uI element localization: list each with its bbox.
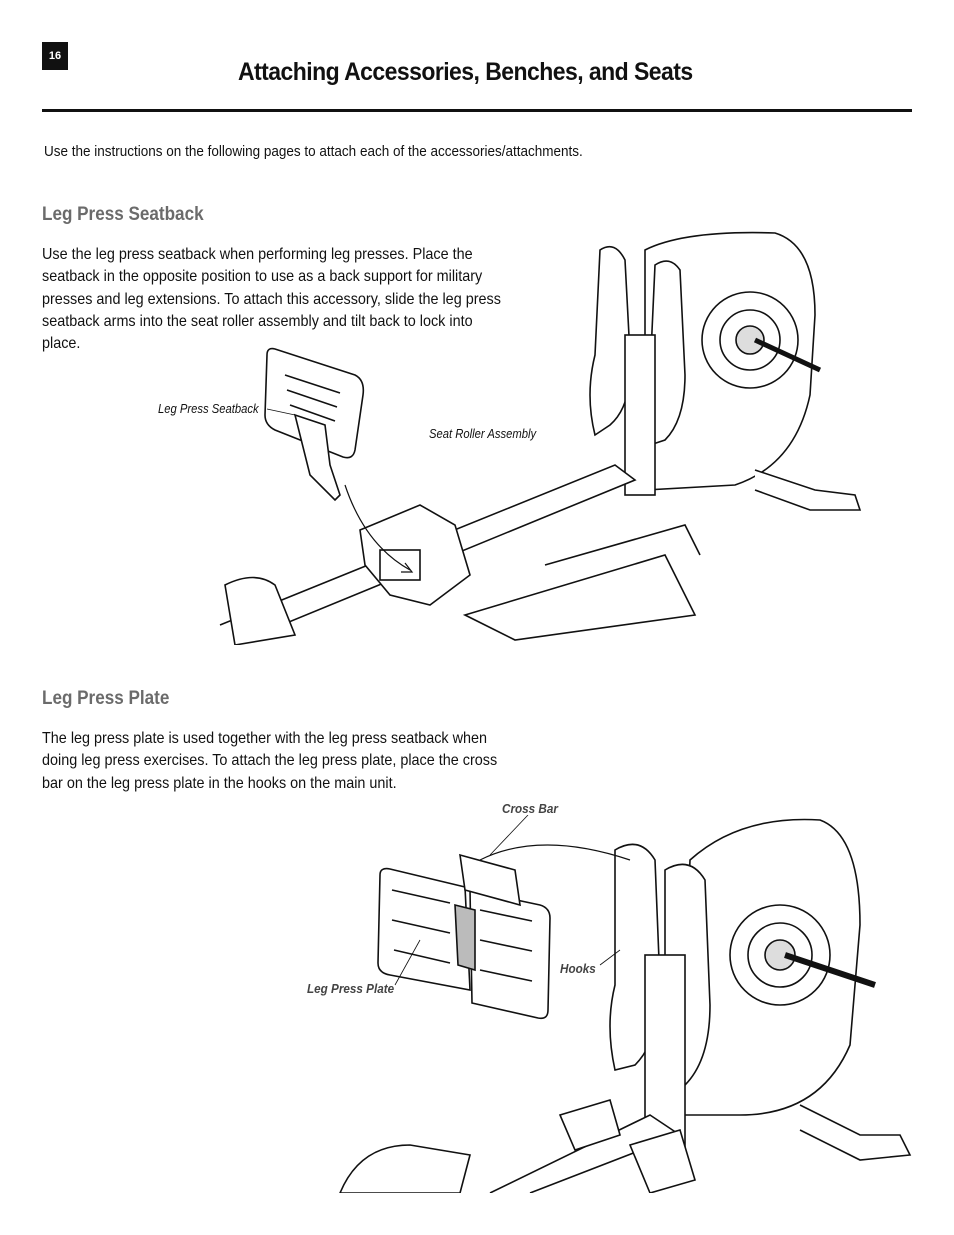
intro-text: Use the instructions on the following pa…: [44, 143, 583, 160]
paragraph-line: seatback arms into the seat roller assem…: [42, 312, 473, 330]
callout-cross-bar: Cross Bar: [502, 801, 558, 816]
section-heading-leg-press-plate: Leg Press Plate: [42, 688, 170, 709]
paragraph-line: doing leg press exercises. To attach the…: [42, 752, 498, 770]
paragraph-line: seatback in the opposite position to use…: [42, 268, 483, 286]
callout-leg-press-seatback: Leg Press Seatback: [158, 402, 259, 416]
section-heading-leg-press-seatback: Leg Press Seatback: [42, 204, 204, 225]
page-number: 16: [42, 42, 68, 70]
paragraph-line: Use the leg press seatback when performi…: [42, 246, 473, 263]
paragraph-line: The leg press plate is used together wit…: [42, 730, 488, 747]
callout-leg-press-plate: Leg Press Plate: [307, 981, 395, 996]
paragraph-line: bar on the leg press plate in the hooks …: [42, 774, 397, 792]
callout-hooks: Hooks: [560, 961, 596, 976]
section-paragraph-leg-press-seatback: Use the leg press seatback when performi…: [42, 244, 501, 355]
section-paragraph-leg-press-plate: The leg press plate is used together wit…: [42, 728, 497, 795]
page-title: Attaching Accessories, Benches, and Seat…: [238, 58, 693, 86]
seatback-illustration: [219, 231, 862, 645]
leg-press-plate-illustration: [339, 815, 912, 1193]
callout-seat-roller-assembly: Seat Roller Assembly: [429, 427, 537, 441]
paragraph-line: presses and leg extensions. To attach th…: [42, 290, 501, 308]
title-divider: [42, 109, 912, 112]
paragraph-line: place.: [42, 335, 81, 353]
